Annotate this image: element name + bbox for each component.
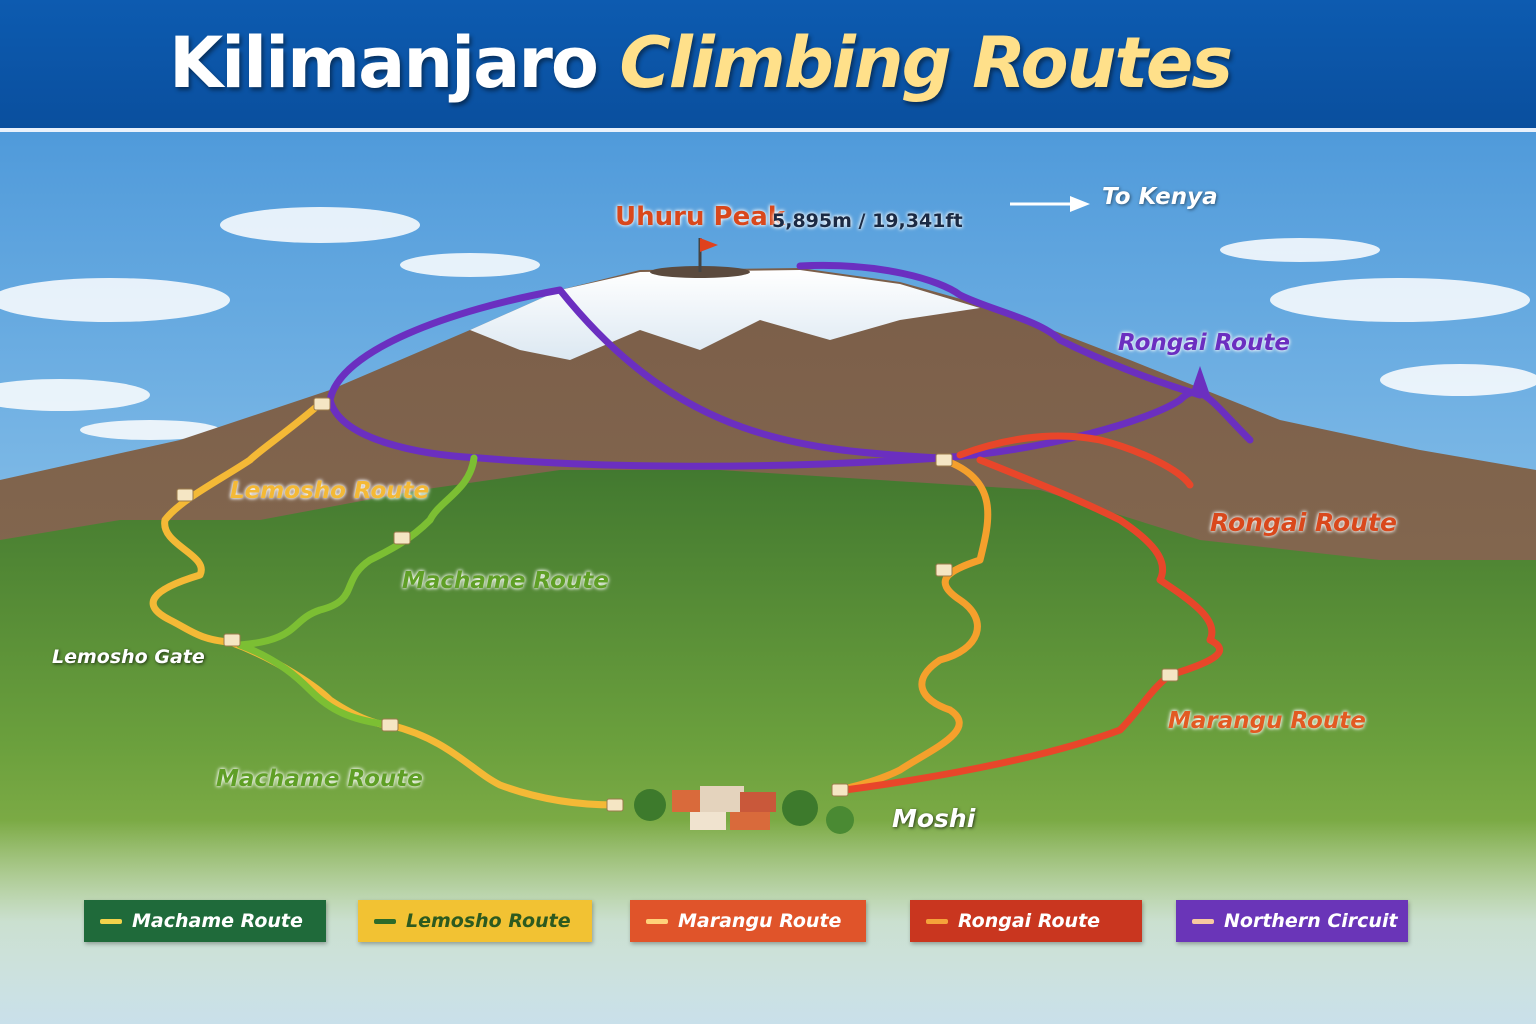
route-lines bbox=[149, 261, 1254, 812]
camp-marker-7 bbox=[831, 783, 849, 797]
moshi-town bbox=[634, 786, 854, 834]
camp-marker-5 bbox=[381, 718, 399, 732]
route-label-lemosho: Lemosho Route bbox=[230, 478, 430, 504]
legend-swatch bbox=[646, 918, 668, 924]
camp-marker-4 bbox=[393, 531, 411, 545]
snow-cap bbox=[470, 270, 980, 360]
legend-item-5: Northern Circuit bbox=[1176, 900, 1408, 942]
legend-label: Northern Circuit bbox=[1224, 910, 1398, 932]
route-label-machame-lower: Machame Route bbox=[216, 766, 423, 792]
legend-label: Marangu Route bbox=[678, 910, 842, 932]
rongai-line bbox=[841, 432, 1224, 794]
route-label-machame-upper: Machame Route bbox=[402, 568, 609, 594]
summit-flag bbox=[698, 238, 718, 272]
title-banner bbox=[0, 0, 1536, 132]
legend-swatch bbox=[100, 918, 122, 924]
clouds bbox=[0, 207, 1536, 440]
route-label-rongai-north: Rongai Route bbox=[1118, 330, 1290, 356]
camp-marker-10 bbox=[1161, 668, 1179, 682]
camp-marker-6 bbox=[606, 798, 624, 812]
legend-swatch bbox=[1192, 918, 1214, 924]
legend-item-1: Machame Route bbox=[84, 900, 326, 942]
legend-swatch bbox=[926, 918, 948, 924]
kenya-direction-label: To Kenya bbox=[1102, 184, 1218, 210]
northern-circuit-line bbox=[326, 261, 1254, 470]
route-label-rongai-east: Rongai Route bbox=[1210, 508, 1397, 537]
legend-item-3: Marangu Route bbox=[630, 900, 866, 942]
legend-label: Machame Route bbox=[132, 910, 303, 932]
camp-marker-3 bbox=[223, 633, 241, 647]
camp-marker-9 bbox=[935, 563, 953, 577]
summit-elevation: 5,895m / 19,341ft bbox=[772, 210, 963, 232]
legend-label: Rongai Route bbox=[958, 910, 1101, 932]
lemosho-line bbox=[149, 398, 619, 809]
route-label-marangu: Marangu Route bbox=[1168, 708, 1366, 734]
summit-label: Uhuru Peak bbox=[615, 202, 786, 232]
legend-item-2: Lemosho Route bbox=[358, 900, 592, 942]
legend-item-4: Rongai Route bbox=[910, 900, 1142, 942]
camp-marker-2 bbox=[176, 488, 194, 502]
machame-line bbox=[236, 454, 478, 729]
northern-arrow-icon bbox=[1190, 366, 1210, 395]
place-label-lemosho-gate: Lemosho Gate bbox=[52, 646, 205, 668]
marangu-line bbox=[836, 456, 992, 794]
title-part-2: Climbing Routes bbox=[619, 22, 1233, 104]
title-part-1: Kilimanjaro bbox=[168, 22, 599, 104]
legend-label: Lemosho Route bbox=[406, 910, 571, 932]
camp-marker-1 bbox=[313, 397, 331, 411]
camp-marker-8 bbox=[935, 453, 953, 467]
kenya-arrow-icon bbox=[1070, 196, 1090, 212]
page-title: Kilimanjaro Climbing Routes bbox=[0, 22, 1400, 104]
place-label-moshi: Moshi bbox=[892, 804, 976, 833]
legend-swatch bbox=[374, 918, 396, 924]
